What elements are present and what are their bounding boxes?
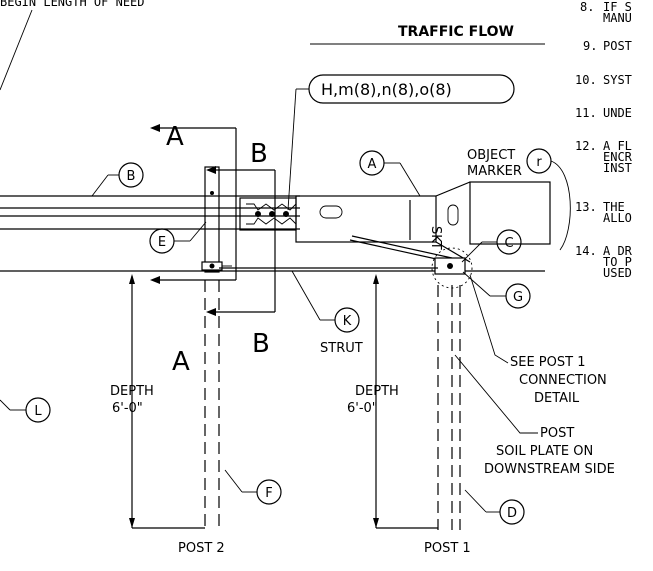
w-beam-rail	[0, 195, 300, 230]
section-b-bottom: B	[252, 329, 270, 359]
see-post-line2: CONNECTION	[519, 373, 607, 388]
bubble-r: r	[526, 148, 571, 251]
note-12-line1: A FL	[603, 139, 632, 153]
depth-left-line2: 6'-0"	[112, 401, 143, 416]
post-soil-line1: POST	[540, 426, 574, 441]
post-2	[201, 166, 232, 530]
bubble-a: A	[359, 150, 421, 197]
skt-label: SKT	[428, 226, 443, 250]
bubble-g: G	[462, 271, 531, 309]
object-marker-line1: OBJECT	[467, 148, 515, 163]
begin-length-of-need-label: BEGIN LENGTH OF NEED	[0, 0, 145, 9]
post-soil-leader	[454, 354, 538, 434]
note-14-line1: A DR	[603, 244, 633, 258]
section-b-top: B	[250, 139, 268, 169]
note-11-number: 11.	[575, 106, 597, 120]
note-14-line3: USED	[603, 266, 632, 280]
note-8-line2: MANU	[603, 11, 632, 25]
splice-bolts	[239, 197, 297, 231]
note-12-line3: INST	[603, 161, 632, 175]
depth-dimension-left	[129, 274, 205, 529]
section-cut-b	[206, 166, 276, 316]
bubble-k: K	[291, 270, 360, 333]
object-marker-line2: MARKER	[467, 164, 522, 179]
bubble-k-text: K	[343, 314, 352, 329]
note-8-number: 8.	[580, 0, 594, 14]
note-10-number: 10.	[575, 73, 597, 87]
bubble-l-text: L	[34, 404, 42, 419]
note-9-line1: POST	[603, 39, 632, 53]
depth-right-line2: 6'-0"	[347, 401, 378, 416]
note-14-line2: TO P	[603, 255, 632, 269]
note-11-line1: UNDE	[603, 106, 632, 120]
bubble-f-text: F	[265, 486, 272, 501]
bubble-e: E	[149, 221, 207, 254]
post-1	[431, 247, 473, 530]
section-a-top: A	[166, 122, 184, 152]
traffic-flow-label: TRAFFIC FLOW	[398, 24, 514, 40]
anchor-cable	[349, 239, 451, 263]
see-post-line3: DETAIL	[534, 391, 580, 406]
depth-dimension-right	[373, 274, 438, 529]
note-12-line2: ENCR	[603, 150, 633, 164]
bubble-c: C	[461, 229, 522, 263]
bubble-r-text: r	[536, 155, 542, 170]
note-13-number: 13.	[575, 200, 597, 214]
bubble-f: F	[224, 469, 282, 505]
note-12-number: 12.	[575, 139, 597, 153]
note-9-number: 9.	[583, 39, 597, 53]
depth-right-line1: DEPTH	[355, 384, 399, 399]
post-1-label: POST 1	[424, 541, 471, 556]
note-13-line1: THE	[603, 200, 625, 214]
note-10-line1: SYST	[603, 73, 632, 87]
bubble-g-text: G	[513, 290, 523, 305]
note-13-line2: ALLO	[603, 211, 632, 225]
note-8-line1: IF S	[603, 0, 632, 14]
post-soil-line2: SOIL PLATE ON	[496, 444, 593, 459]
post-soil-line3: DOWNSTREAM SIDE	[484, 462, 615, 477]
begin-length-leader	[0, 9, 33, 91]
see-post-leader	[469, 274, 509, 364]
see-post-line1: SEE POST 1	[510, 355, 585, 370]
bubble-d-text: D	[507, 506, 517, 521]
bubble-d: D	[464, 489, 525, 525]
post-2-label: POST 2	[178, 541, 225, 556]
strut-label: STRUT	[320, 341, 363, 356]
bubble-b-text: B	[127, 169, 136, 184]
note-14-number: 14.	[575, 244, 597, 258]
bubble-l: L	[0, 397, 51, 423]
depth-left-line1: DEPTH	[110, 384, 154, 399]
bubble-b: B	[91, 162, 144, 197]
parts-callout-text: H,m(8),n(8),o(8)	[321, 80, 452, 99]
section-a-bottom: A	[172, 347, 190, 377]
parts-callout: H,m(8),n(8),o(8)	[287, 74, 515, 211]
notes-column: 8. IF S MANU 9. POST 10. SYST 11. UNDE 1…	[575, 0, 633, 280]
bubble-a-text: A	[368, 157, 377, 172]
section-cut-a	[150, 124, 237, 284]
bubble-e-text: E	[158, 235, 166, 250]
bubble-c-text: C	[504, 236, 513, 251]
